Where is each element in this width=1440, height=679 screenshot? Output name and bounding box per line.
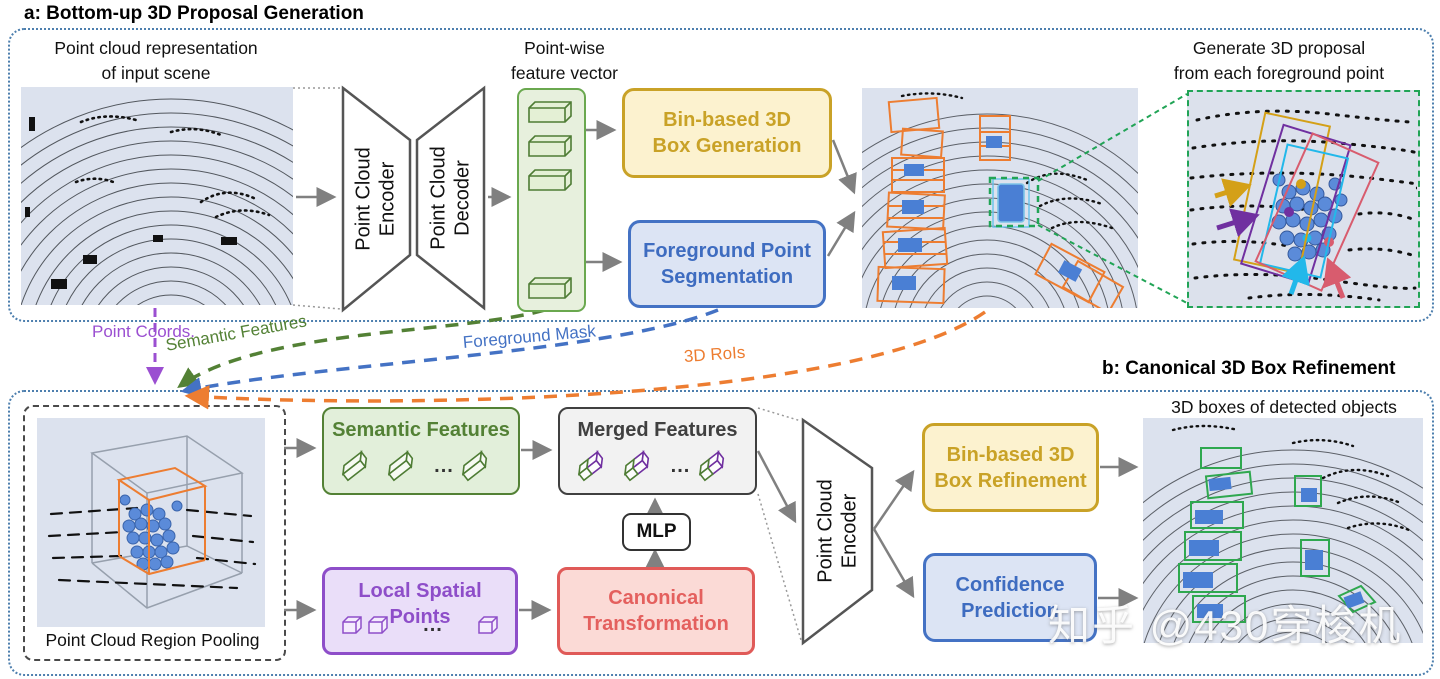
refinement-line2: Box Refinement [934, 469, 1087, 492]
merged-features-box: Merged Features ... [558, 407, 757, 495]
rois-label: 3D RoIs [683, 342, 746, 366]
yellow-arrow [1214, 178, 1252, 208]
merged-feature-bar-icon [576, 449, 618, 483]
local-spatial-points-icons: ... [341, 612, 499, 638]
input-scene-caption-line2: of input scene [101, 62, 211, 83]
semantic-feature-bar-icon [386, 449, 428, 483]
segmentation-line2: Segmentation [660, 266, 794, 288]
output-graphic [1143, 424, 1423, 643]
input-scene-caption-line1: Point cloud representation [54, 38, 258, 58]
section-a-title: a: Bottom-up 3D Proposal Generation [24, 3, 364, 24]
foreground-mask-label: Foreground Mask [462, 321, 597, 352]
red-arrow [1323, 257, 1352, 299]
region-pooling-image [37, 418, 265, 627]
ellipsis: ... [670, 455, 691, 477]
proposal-caption: Generate 3D proposal from each foregroun… [1128, 36, 1430, 86]
bin-based-box-refinement-box: Bin-based 3D Box Refinement [922, 423, 1099, 512]
section-b-title: b: Canonical 3D Box Refinement [1102, 358, 1396, 379]
zoom-region-outline [988, 176, 1040, 228]
proposals-graphic [862, 92, 1138, 308]
foreground-point-purple [1284, 207, 1294, 217]
input-scene-caption: Point cloud representation of input scen… [20, 36, 292, 86]
foreground-vehicle-points [997, 183, 1025, 223]
proposal-caption-line2: from each foreground point [1173, 62, 1385, 83]
feature-cuboid-icon [527, 100, 573, 124]
semantic-feature-bar-icon [460, 449, 502, 483]
canonical-line1: Canonical [608, 587, 704, 609]
region-pooling-graphic [47, 435, 257, 609]
merged-feature-bar-icon [697, 449, 739, 483]
feature-vector-caption-line1: Point-wise [524, 38, 605, 58]
encoder-a-line1: Point Cloud [352, 147, 375, 251]
canonical-line2: Transformation [583, 613, 729, 635]
proposal-caption-line1: Generate 3D proposal [1192, 38, 1366, 58]
confidence-prediction-box: Confidence Prediction [923, 553, 1097, 642]
region-pooling-label: Point Cloud Region Pooling [45, 630, 260, 650]
merged-features-box-title: Merged Features [577, 419, 738, 441]
feature-cuboid-icon [527, 276, 573, 300]
confidence-line2: Prediction [961, 599, 1059, 622]
box-generation-line1: Bin-based 3D [663, 109, 791, 131]
segmentation-line1: Foreground Point [643, 240, 811, 262]
cyan-arrow [1281, 255, 1310, 295]
pointwise-feature-vector-box [517, 88, 586, 312]
box-generation-line2: Box Generation [652, 135, 802, 157]
bin-based-box-generation-box: Bin-based 3D Box Generation [622, 88, 832, 178]
spatial-point-cube-icon [367, 615, 389, 635]
ellipsis: ... [423, 614, 443, 636]
lidar-scan-graphic [21, 98, 293, 305]
output-caption: 3D boxes of detected objects [1171, 397, 1397, 417]
confidence-line1: Confidence [955, 573, 1065, 596]
semantic-features-box-title: Semantic Features [332, 419, 510, 441]
encoder-a-line2: Encoder [376, 161, 398, 237]
foreground-segmentation-box: Foreground Point Segmentation [628, 220, 826, 308]
feature-cuboid-icon [527, 168, 573, 192]
feature-vector-caption: Point-wise feature vector [487, 36, 642, 86]
proposals-point-cloud-image [862, 88, 1138, 308]
purple-arrow [1216, 208, 1260, 238]
local-spatial-points-title: Local Spatial Points [358, 580, 482, 628]
refinement-line1: Bin-based 3D [946, 443, 1075, 466]
input-point-cloud-image [21, 87, 293, 305]
watermark: 知乎 @430穿梭机 [1048, 602, 1403, 649]
encoder-b-line2: Encoder [838, 493, 860, 569]
spatial-point-cube-icon [477, 615, 499, 635]
merged-features-icons: ... [576, 449, 739, 483]
decoder-a-line1: Point Cloud [427, 146, 450, 250]
merged-feature-bar-icon [622, 449, 664, 483]
mlp-box: MLP [622, 513, 691, 551]
spatial-point-cube-icon [341, 615, 363, 635]
encoder-a-label: Point Cloud Encoder [352, 114, 399, 284]
semantic-features-box: Semantic Features ... [322, 407, 520, 495]
foreground-point-yellow [1296, 179, 1306, 189]
encoder-b-line1: Point Cloud [814, 479, 837, 583]
output-point-cloud-image [1143, 418, 1423, 643]
decoder-a-line2: Decoder [451, 160, 473, 236]
point-coords-label: Point Coords. [92, 322, 195, 341]
canonical-transformation-box: Canonical Transformation [557, 567, 755, 655]
semantic-features-icons: ... [340, 449, 502, 483]
feature-cuboid-icon [527, 134, 573, 158]
decoder-a-label: Point Cloud Decoder [427, 113, 474, 283]
local-spatial-points-box: Local Spatial Points ... [322, 567, 518, 655]
feature-vector-caption-line2: feature vector [511, 62, 618, 83]
encoder-b-label: Point Cloud Encoder [814, 446, 861, 616]
proposal-zoom-image [1187, 90, 1420, 308]
ellipsis: ... [434, 455, 454, 477]
proposal-zoom-graphic [1189, 109, 1417, 302]
semantic-feature-bar-icon [340, 449, 382, 483]
